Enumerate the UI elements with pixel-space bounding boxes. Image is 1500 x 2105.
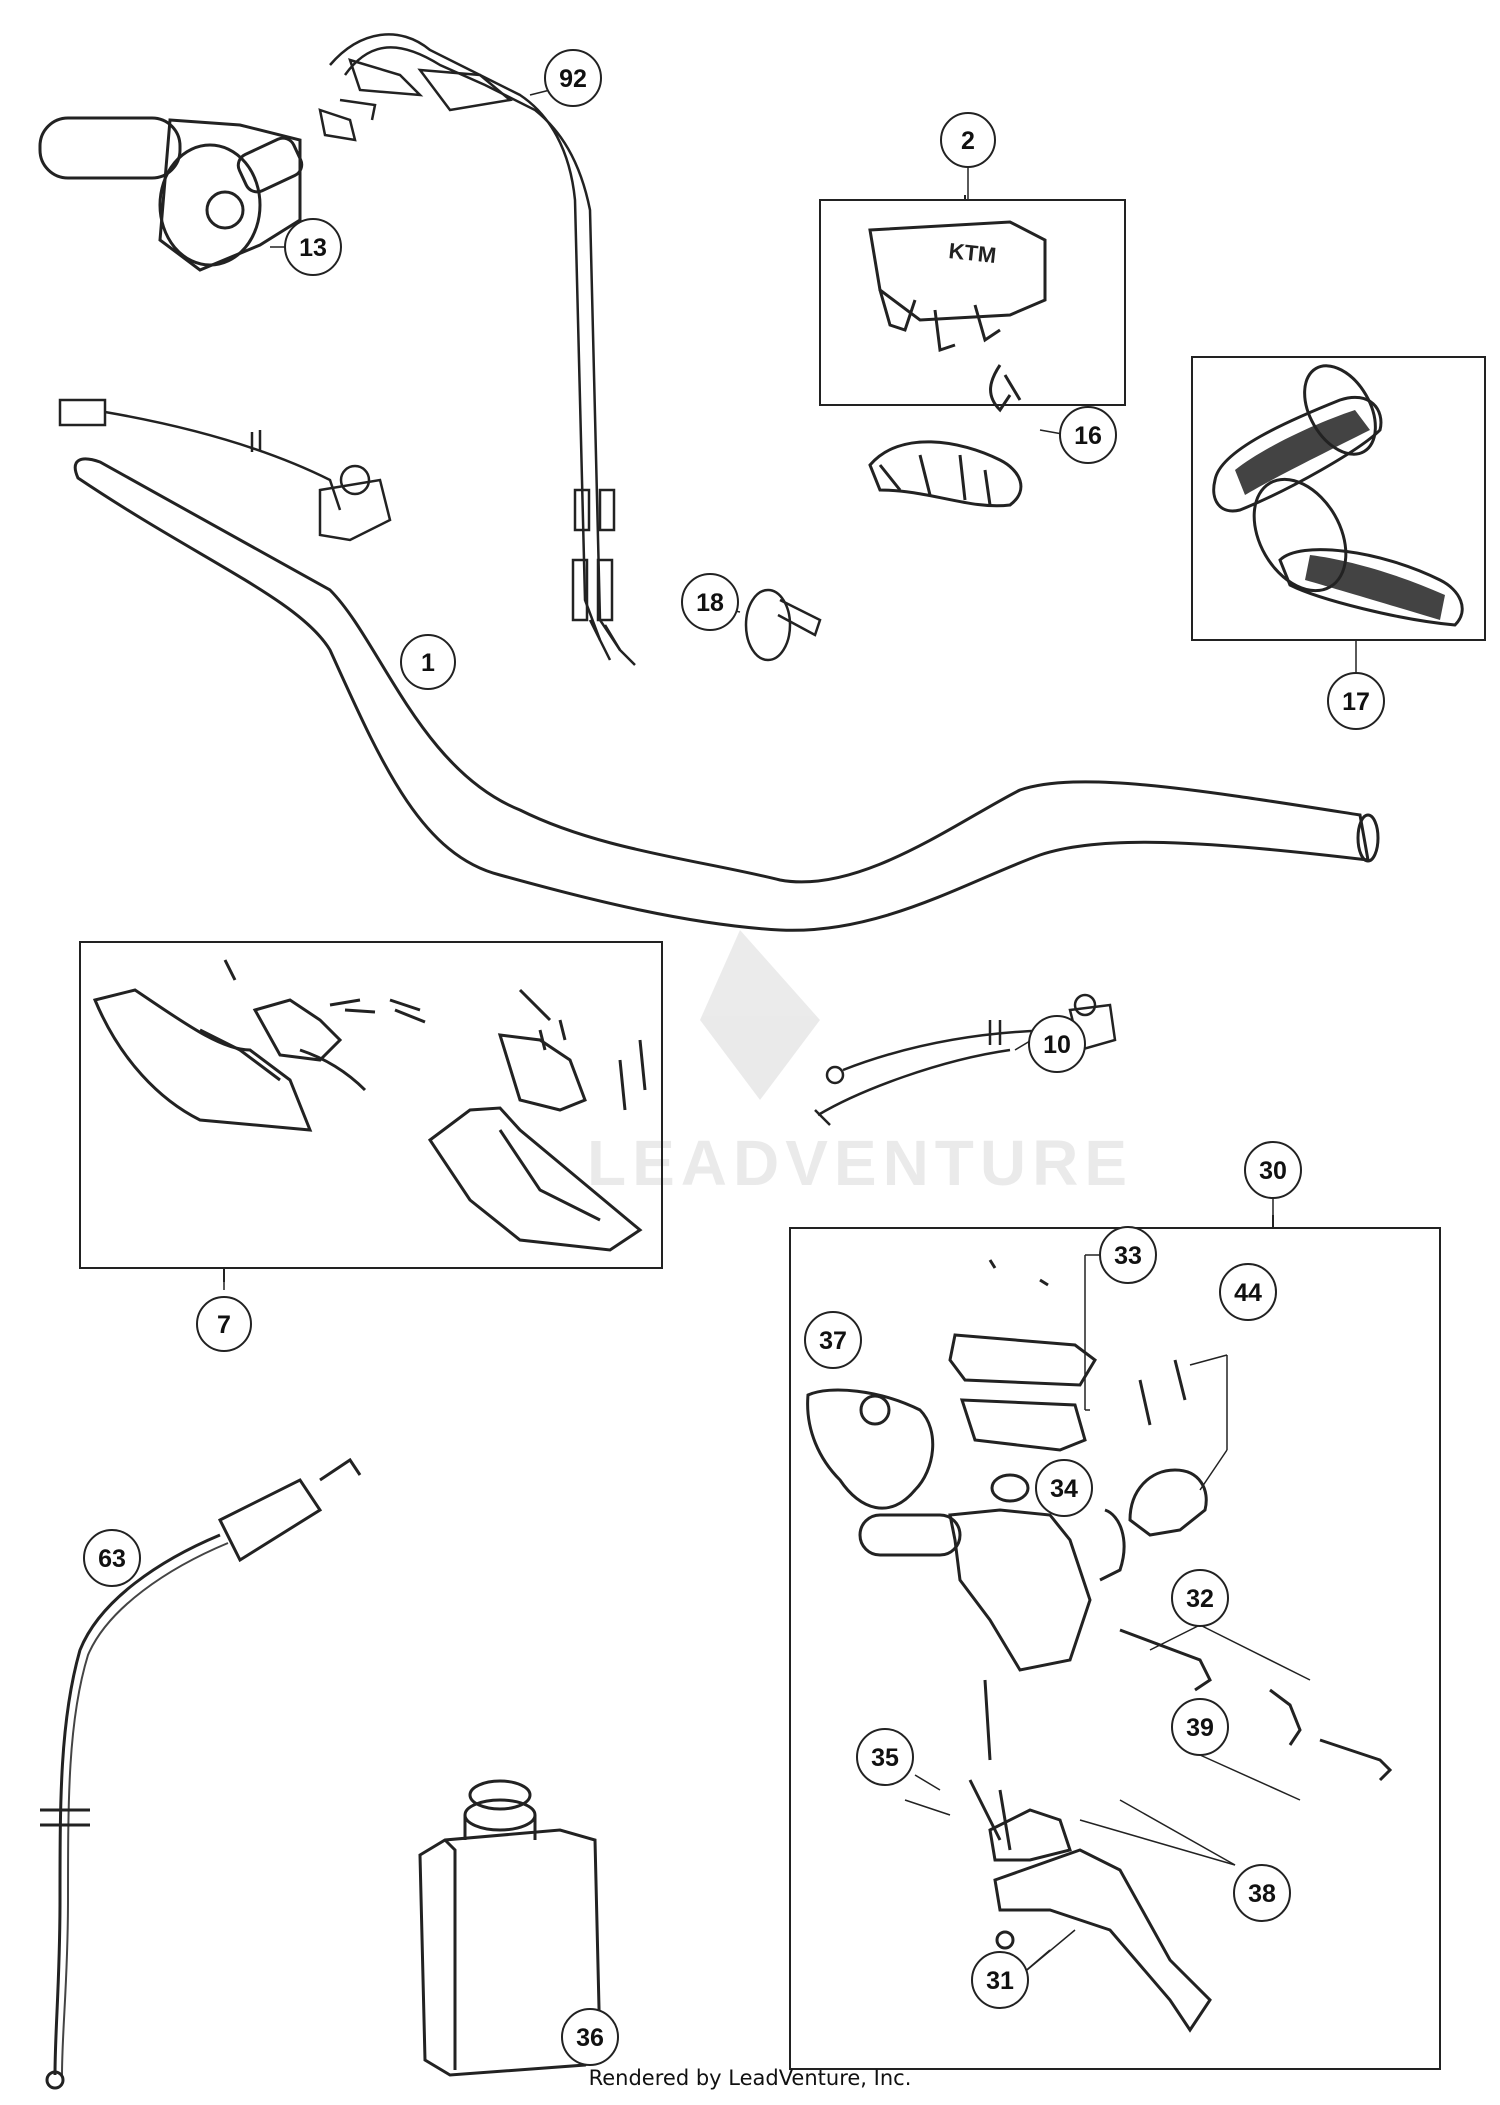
throttle-assembly-part[interactable] (38, 116, 306, 272)
callout-34[interactable]: 34 (1035, 1459, 1093, 1517)
handlebar-part[interactable] (73, 457, 1380, 932)
svg-text:16: 16 (1074, 422, 1102, 450)
svg-text:36: 36 (576, 2024, 604, 2052)
handlebar-switch-part[interactable] (58, 398, 392, 542)
callout-30[interactable]: 30 (1244, 1141, 1302, 1199)
svg-text:38: 38 (1248, 1880, 1276, 1908)
svg-text:KTM: KTM (947, 238, 997, 268)
callout-16[interactable]: 16 (1059, 406, 1117, 464)
svg-text:44: 44 (1234, 1279, 1262, 1307)
svg-text:37: 37 (819, 1327, 847, 1355)
svg-text:30: 30 (1259, 1157, 1287, 1185)
callout-32[interactable]: 32 (1171, 1569, 1229, 1627)
callout-2[interactable]: 2 (940, 112, 996, 168)
svg-text:10: 10 (1043, 1031, 1071, 1059)
svg-text:92: 92 (559, 65, 587, 93)
svg-text:7: 7 (217, 1311, 231, 1339)
grips-box[interactable] (1191, 353, 1486, 641)
svg-text:17: 17 (1342, 688, 1370, 716)
svg-text:2: 2 (961, 127, 975, 155)
callout-39[interactable]: 39 (1171, 1698, 1229, 1756)
svg-text:34: 34 (1050, 1475, 1078, 1503)
leader-lines (223, 89, 1357, 1290)
svg-text:1: 1 (421, 649, 435, 677)
callout-92[interactable]: 92 (544, 49, 602, 107)
callout-1[interactable]: 1 (400, 634, 456, 690)
svg-text:39: 39 (1186, 1714, 1214, 1742)
handlebar-pad-box[interactable]: KTM (819, 195, 1126, 508)
callout-13[interactable]: 13 (284, 218, 342, 276)
callout-37[interactable]: 37 (804, 1311, 862, 1369)
svg-text:31: 31 (986, 1967, 1014, 1995)
throttle-cables-part[interactable] (318, 33, 636, 666)
svg-text:13: 13 (299, 234, 327, 262)
callout-33[interactable]: 33 (1099, 1226, 1157, 1284)
callout-17[interactable]: 17 (1327, 672, 1385, 730)
footer-credit: Rendered by LeadVenture, Inc. (588, 2066, 912, 2090)
callout-63[interactable]: 63 (83, 1529, 141, 1587)
callout-31[interactable]: 31 (971, 1951, 1029, 2009)
watermark: LEADVENTURE (587, 930, 1133, 1199)
handguards-box[interactable] (79, 941, 663, 1282)
cable-tie-part[interactable] (744, 588, 822, 662)
brake-master-cylinder-box[interactable] (789, 1215, 1441, 2070)
callout-18[interactable]: 18 (681, 573, 739, 631)
svg-text:35: 35 (871, 1744, 899, 1772)
svg-text:18: 18 (696, 589, 724, 617)
svg-text:32: 32 (1186, 1585, 1214, 1613)
callout-38[interactable]: 38 (1233, 1864, 1291, 1922)
svg-text:63: 63 (98, 1545, 126, 1573)
callout-36[interactable]: 36 (561, 2008, 619, 2066)
svg-text:33: 33 (1114, 1242, 1142, 1270)
callout-35[interactable]: 35 (856, 1728, 914, 1786)
callout-10[interactable]: 10 (1028, 1015, 1086, 1073)
svg-text:LEADVENTURE: LEADVENTURE (587, 1127, 1133, 1199)
callout-7[interactable]: 7 (196, 1296, 252, 1352)
clutch-hose-part[interactable] (40, 1457, 362, 2090)
callout-44[interactable]: 44 (1219, 1263, 1277, 1321)
